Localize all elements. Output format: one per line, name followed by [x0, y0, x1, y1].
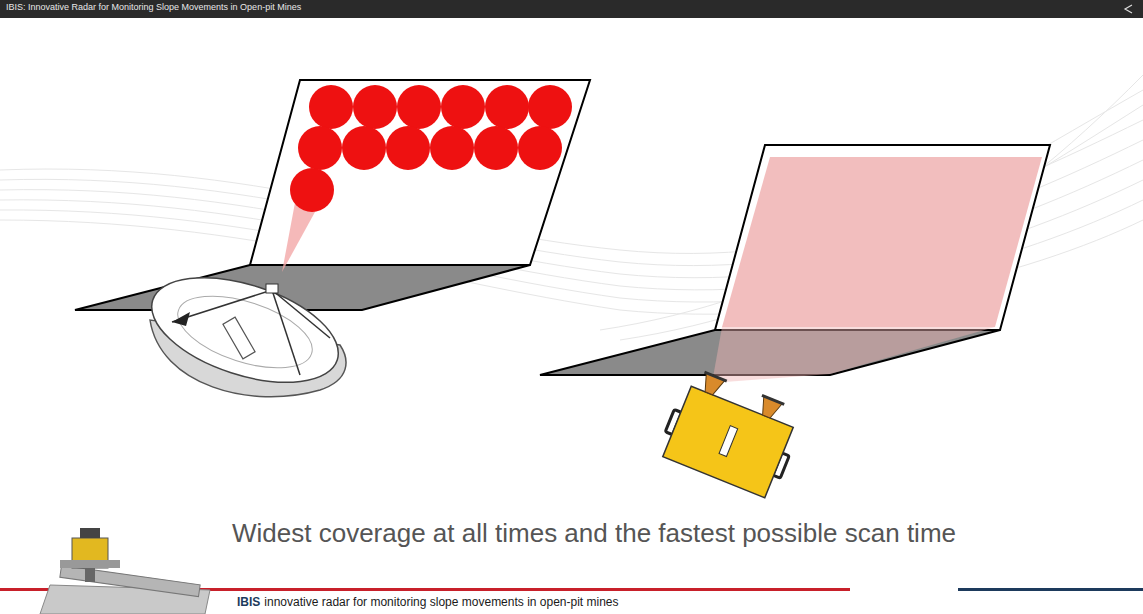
- radar-beam: [712, 327, 995, 383]
- dish-antenna: [139, 257, 351, 403]
- footer-text: innovative radar for monitoring slope mo…: [264, 595, 618, 609]
- top-bar: [0, 0, 1143, 18]
- device-thumbnail: [40, 528, 210, 614]
- page-title: IBIS: Innovative Radar for Monitoring Sl…: [6, 3, 301, 13]
- scan-spots: [290, 85, 572, 212]
- ground-plane: [75, 265, 530, 310]
- ibis-radar-unit: [656, 367, 806, 501]
- slope-wall: [715, 145, 1050, 330]
- footer-line: IBIS innovative radar for monitoring slop…: [237, 596, 619, 609]
- footer-rule: [958, 588, 1143, 591]
- share-icon: [1125, 5, 1132, 13]
- brand-name: IBIS: [237, 595, 260, 609]
- coverage-area: [722, 157, 1042, 327]
- slide-caption: Widest coverage at all times and the fas…: [232, 519, 956, 548]
